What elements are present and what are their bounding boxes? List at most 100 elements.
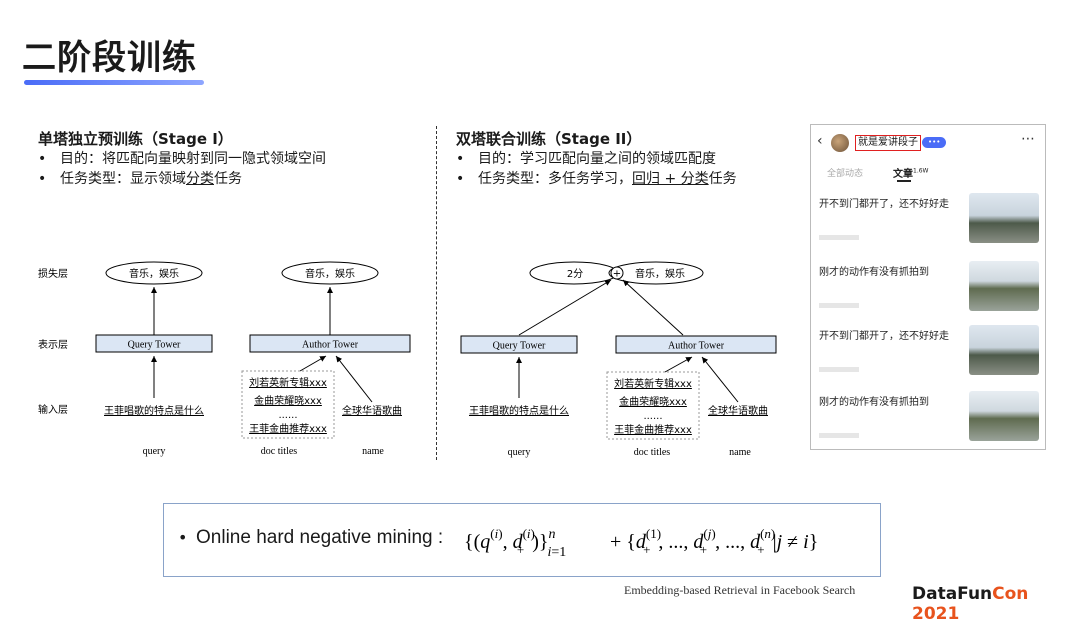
stage2-bottom-label-doc-titles: doc titles (634, 447, 670, 458)
feed-item-thumbnail (969, 193, 1039, 243)
stage1-query-input: 王菲唱歌的特点是什么 (104, 404, 204, 417)
stage1-author-tower-label: Author Tower (302, 340, 359, 351)
two-stage-diagram: 损失层 表示层 输入层 音乐，娱乐 Query Tower 王菲唱歌的特点是什么… (38, 261, 777, 458)
stage1-doc-title-2: 金曲荣耀晓xxx (254, 394, 322, 407)
feed-item-thumbnail (969, 391, 1039, 441)
stage1-doc-title-ellipsis: ...... (278, 410, 297, 421)
stage2-author-tower (615, 335, 777, 354)
stage2-bottom-label-query: query (508, 447, 531, 458)
feed-item-meta (819, 367, 859, 372)
feed-item-thumbnail (969, 261, 1039, 311)
slide-title: 二阶段训练 (22, 38, 197, 78)
feed-item-2[interactable]: 刚才的动作有没有抓拍到 (811, 261, 1045, 327)
tab-articles-label: 文章 (893, 169, 913, 180)
row-label-loss: 损失层 (38, 267, 68, 280)
feed-item-meta (819, 235, 859, 240)
tab-active-indicator (897, 180, 911, 182)
stage2-doc-title-1: 刘若英新专辑xxx (614, 377, 692, 390)
formula-box: • Online hard negative mining : {(q(i), … (163, 503, 881, 577)
svg-text:{(q(i), d(i)+)}ni=1: {(q(i), d(i)+)}ni=1 (464, 526, 566, 560)
back-arrow-icon[interactable]: ‹ (817, 133, 823, 149)
feed-item-title: 开不到门都开了，还不好好走 (819, 331, 949, 342)
source-credit: Embedding-based Retrieval in Facebook Se… (624, 583, 856, 597)
stage2-output-label: 音乐，娱乐 (635, 267, 685, 280)
stage1-query-tower-label: Query Tower (128, 340, 181, 351)
tab-articles[interactable]: 文章1.6W (893, 165, 928, 180)
stage2-plus-symbol: + (613, 269, 621, 280)
stage1-bottom-label-query: query (143, 446, 166, 457)
row-label-repr: 表示层 (38, 338, 68, 351)
stage2-name-arrow (701, 356, 739, 403)
stage2-score-label: 2分 (567, 268, 583, 280)
stage2-bullet-goal: 目的：学习匹配向量之间的领域匹配度 (456, 149, 737, 169)
follow-badge[interactable]: ••• (922, 137, 947, 148)
stage1-bullets: 目的：将匹配向量映射到同一隐式领域空间 任务类型：显示领域分类任务 (38, 149, 326, 189)
stage1-task-prefix: 任务类型：显示领域 (60, 171, 186, 187)
stage2-author-tower-label: Author Tower (668, 341, 725, 352)
feed-item-3[interactable]: 开不到门都开了，还不好好走 (811, 325, 1045, 391)
stage2-author-to-plus-arrow (622, 279, 684, 336)
stage1-bottom-label-name: name (362, 446, 384, 457)
stage2-doc-title-3: 王菲金曲推荐xxx (614, 423, 692, 436)
stage1-name-arrow (335, 355, 373, 403)
tab-articles-count: 1.6W (913, 167, 929, 175)
stage2-query-to-plus-arrow (518, 279, 612, 336)
stage1-query-output-label: 音乐，娱乐 (129, 267, 179, 280)
stage2-query-input: 王菲唱歌的特点是什么 (469, 404, 569, 417)
stage2-plus-node (610, 266, 624, 280)
feed-item-4[interactable]: 刚才的动作有没有抓拍到 (811, 391, 1045, 449)
feed-item-meta (819, 303, 859, 308)
stage2-query-tower-label: Query Tower (493, 341, 546, 352)
more-icon[interactable]: ⋯ (1021, 131, 1035, 147)
stage2-query-tower (460, 335, 578, 354)
stage1-author-output-label: 音乐，娱乐 (305, 267, 355, 280)
tab-all[interactable]: 全部动态 (827, 169, 864, 179)
stage2-task-suffix: 任务 (708, 171, 737, 187)
stage1-query-tower (95, 334, 213, 353)
account-name: 就是爱讲段子 (855, 135, 921, 151)
formula-label: Online hard negative mining : (196, 527, 444, 548)
tab-bar: 全部动态 文章1.6W (811, 161, 1045, 183)
stage1-doc-arrow (299, 355, 327, 372)
row-label-input: 输入层 (38, 403, 68, 416)
stage2-bullet-task: 任务类型：多任务学习，回归 + 分类任务 (456, 169, 737, 189)
feed-item-title: 刚才的动作有没有抓拍到 (819, 397, 929, 408)
stage2-doc-title-2: 金曲荣耀晓xxx (619, 395, 687, 408)
feed-item-1[interactable]: 开不到门都开了，还不好好走 (811, 193, 1045, 259)
feed-item-title: 刚才的动作有没有抓拍到 (819, 267, 929, 278)
stage2-output-ellipse (608, 261, 704, 285)
stage1-doc-title-1: 刘若英新专辑xxx (249, 376, 327, 389)
brand-logo: DataFunCon 2021 (912, 584, 1080, 624)
stage1-task-underlined: 分类 (186, 171, 214, 187)
feed-item-title: 开不到门都开了，还不好好走 (819, 199, 949, 210)
profile-header: ‹ 就是爱讲段子 ••• ⋯ (811, 125, 1045, 161)
section-divider (436, 126, 437, 460)
stage1-query-output-ellipse (105, 261, 203, 285)
stage1-author-output-ellipse (281, 261, 379, 285)
stage1-bullet-goal: 目的：将匹配向量映射到同一隐式领域空间 (38, 149, 326, 169)
stage2-doc-titles-box (606, 371, 700, 440)
stage1-doc-title-3: 王菲金曲推荐xxx (249, 422, 327, 435)
feed-item-meta (819, 433, 859, 438)
stage2-bullets: 目的：学习匹配向量之间的领域匹配度 任务类型：多任务学习，回归 + 分类任务 (456, 149, 737, 189)
stage2-doc-arrow (664, 356, 693, 373)
stage2-heading: 双塔联合训练（Stage II） (456, 130, 642, 148)
avatar (831, 134, 849, 152)
app-screenshot: ‹ 就是爱讲段子 ••• ⋯ 全部动态 文章1.6W 开不到门都开了，还不好好走… (810, 124, 1046, 450)
title-underline (24, 80, 204, 85)
formula-bullet: • (178, 528, 188, 547)
stage1-doc-titles-box (241, 370, 335, 439)
stage1-task-suffix: 任务 (214, 171, 242, 187)
stage1-name-input: 全球华语歌曲 (342, 404, 402, 417)
brand-part1: DataFun (912, 584, 993, 604)
stage1-heading: 单塔独立预训练（Stage I） (38, 130, 233, 148)
stage2-task-prefix: 任务类型：多任务学习， (478, 171, 632, 187)
feed-item-thumbnail (969, 325, 1039, 375)
stage2-bottom-label-name: name (729, 447, 751, 458)
stage1-bottom-label-doc-titles: doc titles (261, 446, 297, 457)
stage2-task-underlined: 回归 + 分类 (632, 171, 709, 187)
stage1-bullet-task: 任务类型：显示领域分类任务 (38, 169, 326, 189)
stage1-author-tower (249, 334, 411, 353)
